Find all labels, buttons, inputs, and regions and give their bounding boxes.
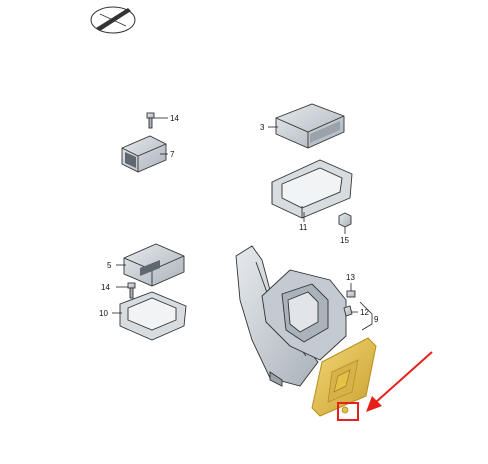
bracket-part-10 <box>112 291 187 341</box>
highlight-box <box>337 402 359 421</box>
callout-10: 10 <box>99 309 108 318</box>
highlighted-plate-part-16 <box>311 337 377 417</box>
callout-5: 5 <box>107 261 112 270</box>
control-unit-part-3 <box>268 103 345 149</box>
leader-part-9 <box>359 301 373 331</box>
carrier-assembly <box>235 245 347 387</box>
callout-9: 9 <box>374 315 379 324</box>
bolt-part-13 <box>346 283 356 298</box>
clip-part-12 <box>343 305 358 317</box>
callout-3: 3 <box>260 123 265 132</box>
ellipse-pencil-logo-icon <box>90 6 136 34</box>
nut-part-15 <box>338 212 352 234</box>
screw-part-14-top <box>146 112 168 129</box>
screw-part-14-lower <box>116 282 136 299</box>
bracket-part-11 <box>271 159 353 222</box>
callout-14-lower: 14 <box>101 283 110 292</box>
red-arrow-icon <box>366 351 433 412</box>
module-part-7 <box>121 135 168 173</box>
callout-14-top: 14 <box>170 114 179 123</box>
callout-15: 15 <box>340 236 349 245</box>
callout-11: 11 <box>299 223 308 232</box>
callout-7: 7 <box>170 150 175 159</box>
control-unit-part-5 <box>116 243 185 287</box>
callout-12: 12 <box>360 308 369 317</box>
callout-13: 13 <box>346 273 355 282</box>
